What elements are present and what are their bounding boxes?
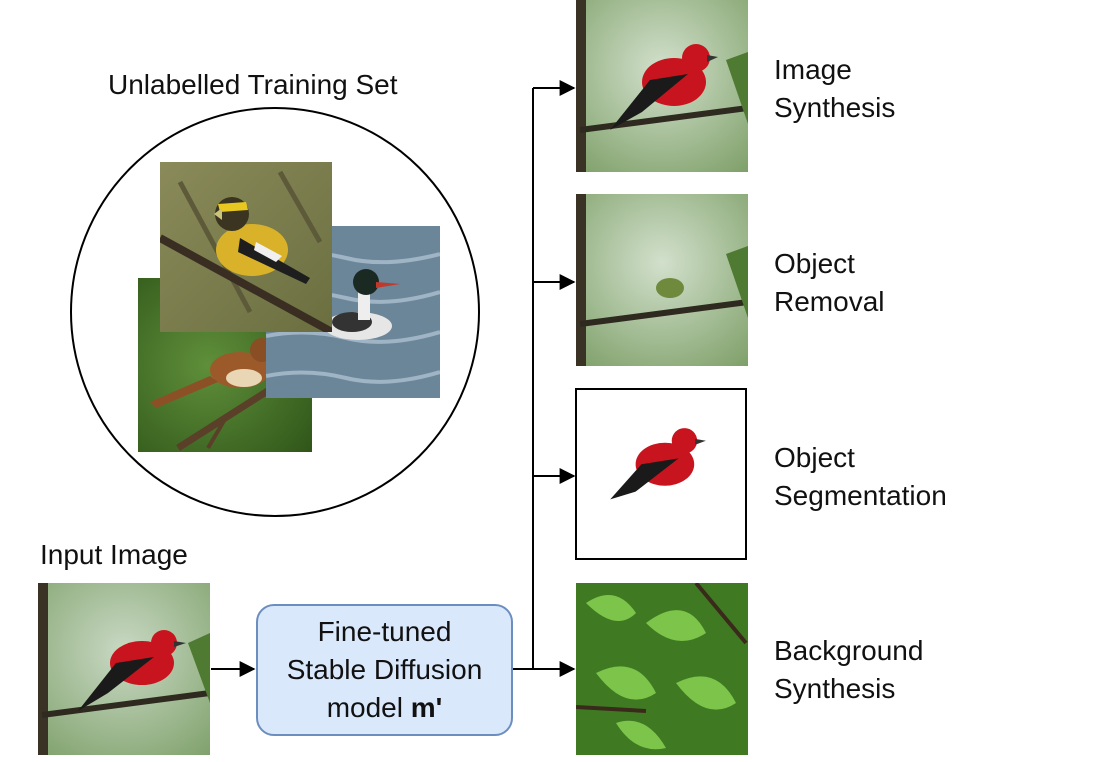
model-box: Fine-tuned Stable Diffusion model m'	[256, 604, 513, 736]
input-image	[38, 583, 210, 755]
output-label-1-line1: Image	[774, 54, 852, 85]
output-label-3-line1: Object	[774, 442, 855, 473]
training-set-title: Unlabelled Training Set	[108, 69, 398, 100]
output-label-2-line1: Object	[774, 248, 855, 279]
output-background-synthesis	[576, 583, 748, 755]
output-label-4-line1: Background	[774, 635, 924, 666]
output-label-2-line2: Removal	[774, 286, 885, 317]
model-line3: model m'	[327, 689, 443, 727]
output-label-3-line2: Segmentation	[774, 480, 947, 511]
model-line3-prefix: model	[326, 692, 411, 723]
model-line1: Fine-tuned	[317, 616, 452, 647]
model-line2: Stable Diffusion	[286, 654, 483, 685]
model-name: m'	[410, 692, 443, 723]
output-label-1-line2: Synthesis	[774, 92, 896, 123]
output-object-removal	[576, 194, 748, 366]
input-image-title: Input Image	[40, 539, 188, 570]
output-image-synthesis	[576, 0, 748, 172]
output-label-4-line2: Synthesis	[774, 673, 896, 704]
training-photo-grosbeak	[160, 162, 332, 332]
output-object-segmentation	[575, 388, 747, 560]
